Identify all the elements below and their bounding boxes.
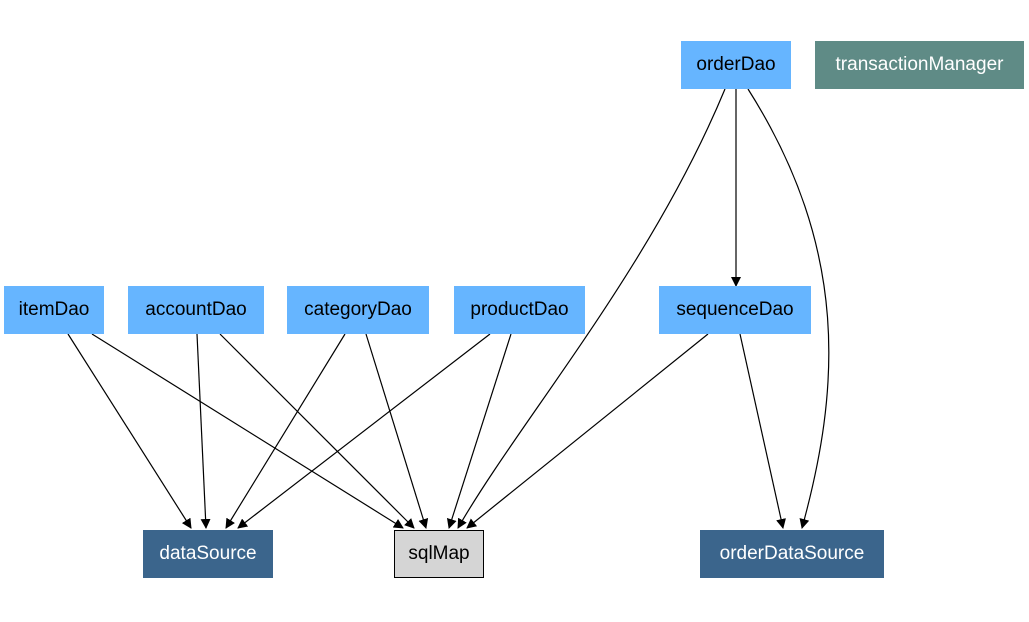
node-dataSource[interactable]: dataSource [143, 530, 273, 578]
node-sqlMap[interactable]: sqlMap [394, 530, 484, 578]
edge-productDao-sqlMap [446, 333, 512, 529]
edge-accountDao-dataSource [196, 333, 211, 529]
edge-itemDao-dataSource [67, 333, 192, 529]
edge-orderDao-sqlMap [457, 88, 726, 529]
edge-productDao-dataSource [237, 333, 491, 529]
node-orderDao[interactable]: orderDao [681, 41, 791, 89]
node-productDao[interactable]: productDao [454, 286, 585, 334]
edge-orderDao-orderDataSource [747, 88, 830, 529]
edge-sequenceDao-orderDataSource [739, 333, 786, 529]
node-itemDao[interactable]: itemDao [4, 286, 104, 334]
node-orderDataSource[interactable]: orderDataSource [700, 530, 884, 578]
edge-categoryDao-sqlMap [365, 333, 429, 529]
node-sequenceDao[interactable]: sequenceDao [659, 286, 811, 334]
edge-itemDao-sqlMap [91, 333, 404, 529]
node-transactionManager[interactable]: transactionManager [815, 41, 1024, 89]
edge-sequenceDao-sqlMap [466, 333, 709, 529]
edge-accountDao-sqlMap [219, 333, 415, 529]
node-accountDao[interactable]: accountDao [128, 286, 264, 334]
edge-categoryDao-dataSource [225, 333, 346, 529]
node-categoryDao[interactable]: categoryDao [287, 286, 429, 334]
